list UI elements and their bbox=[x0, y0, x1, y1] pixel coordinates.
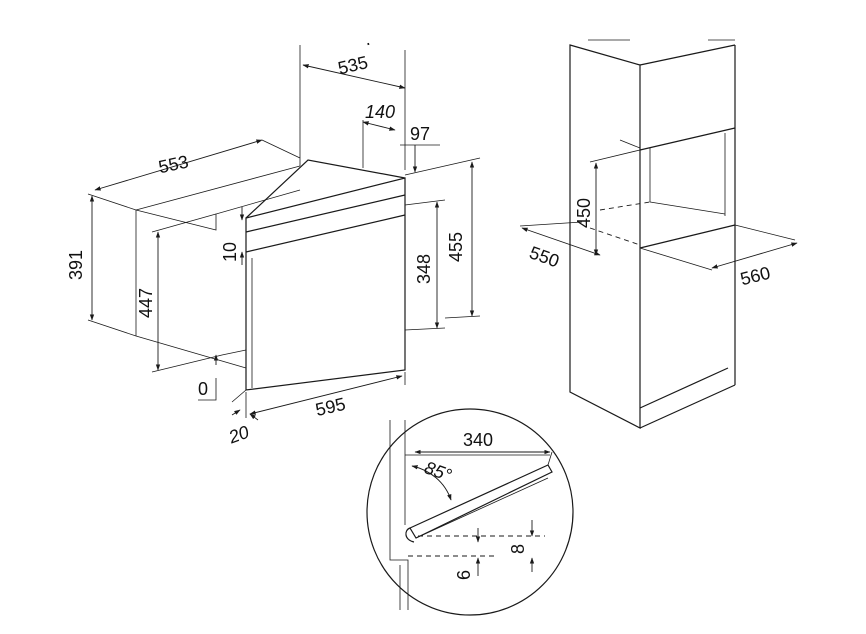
dimension-20: 20 bbox=[225, 409, 259, 448]
label-97: 97 bbox=[410, 124, 430, 144]
dimension-0: 0 bbox=[198, 354, 219, 401]
label-20: 20 bbox=[225, 422, 252, 448]
dimension-595: 595 bbox=[245, 372, 406, 420]
label-595: 595 bbox=[314, 394, 348, 420]
label-391: 391 bbox=[66, 250, 86, 280]
label-450: 450 bbox=[574, 198, 594, 228]
dimension-447: 447 bbox=[136, 213, 223, 373]
label-340: 340 bbox=[463, 430, 493, 450]
label-348: 348 bbox=[414, 254, 434, 284]
dimension-550: 550 bbox=[519, 221, 601, 271]
oven-drawing: 535 . 140 97 553 391 bbox=[66, 29, 481, 448]
label-553: 553 bbox=[157, 151, 191, 177]
dimension-8: 8 bbox=[418, 520, 545, 572]
niche-outline bbox=[135, 45, 301, 369]
tall-cabinet-drawing: 450 550 560 bbox=[519, 39, 798, 429]
dimension-10: 10 bbox=[220, 207, 245, 265]
label-6: 6 bbox=[454, 570, 474, 580]
dimension-553: 553 bbox=[94, 139, 301, 191]
door-detail: 340 85° 8 6 bbox=[366, 408, 574, 616]
label-455: 455 bbox=[446, 232, 466, 262]
label-8: 8 bbox=[508, 544, 528, 554]
dimension-450: 450 bbox=[574, 149, 641, 256]
oven-body bbox=[221, 159, 406, 403]
dimension-97: 97 bbox=[400, 124, 440, 173]
dimension-6: 6 bbox=[408, 528, 495, 580]
label-560: 560 bbox=[738, 263, 772, 290]
door-panel bbox=[405, 451, 553, 543]
dimension-535: 535 . bbox=[302, 29, 406, 170]
dimension-455: 455 bbox=[404, 157, 481, 319]
dimension-348: 348 bbox=[404, 199, 446, 331]
label-447: 447 bbox=[136, 288, 156, 318]
dimension-340: 340 bbox=[405, 430, 551, 456]
label-535: 535 bbox=[336, 52, 370, 78]
dimension-85-deg: 85° bbox=[411, 457, 454, 501]
label-85: 85° bbox=[422, 457, 454, 485]
label-550: 550 bbox=[527, 242, 562, 271]
label-140: 140 bbox=[365, 102, 395, 122]
label-10: 10 bbox=[220, 242, 240, 262]
svg-text:.: . bbox=[362, 29, 371, 50]
dimension-560: 560 bbox=[639, 224, 798, 290]
label-0: 0 bbox=[198, 379, 208, 399]
dimension-140: 140 bbox=[362, 102, 396, 168]
dimension-391: 391 bbox=[66, 193, 137, 337]
